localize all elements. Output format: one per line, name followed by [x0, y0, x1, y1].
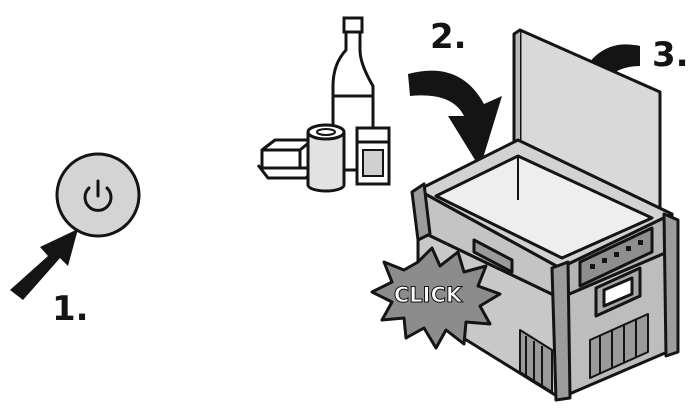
power-button: [55, 152, 141, 238]
can: [306, 123, 346, 193]
control-panel-buttons: [590, 240, 643, 269]
power-icon: [83, 179, 113, 212]
step-number-2: 2.: [430, 17, 467, 57]
click-badge: CLICK: [370, 246, 502, 350]
click-label: CLICK: [394, 283, 463, 307]
step-number-3: 3.: [652, 35, 689, 75]
arrow-icon: [10, 229, 78, 300]
cooler: [410, 28, 680, 402]
curved-arrow-icon: [408, 70, 502, 168]
vent-grille: [519, 313, 649, 393]
step-number-1: 1.: [52, 289, 89, 329]
jar: [355, 126, 391, 186]
